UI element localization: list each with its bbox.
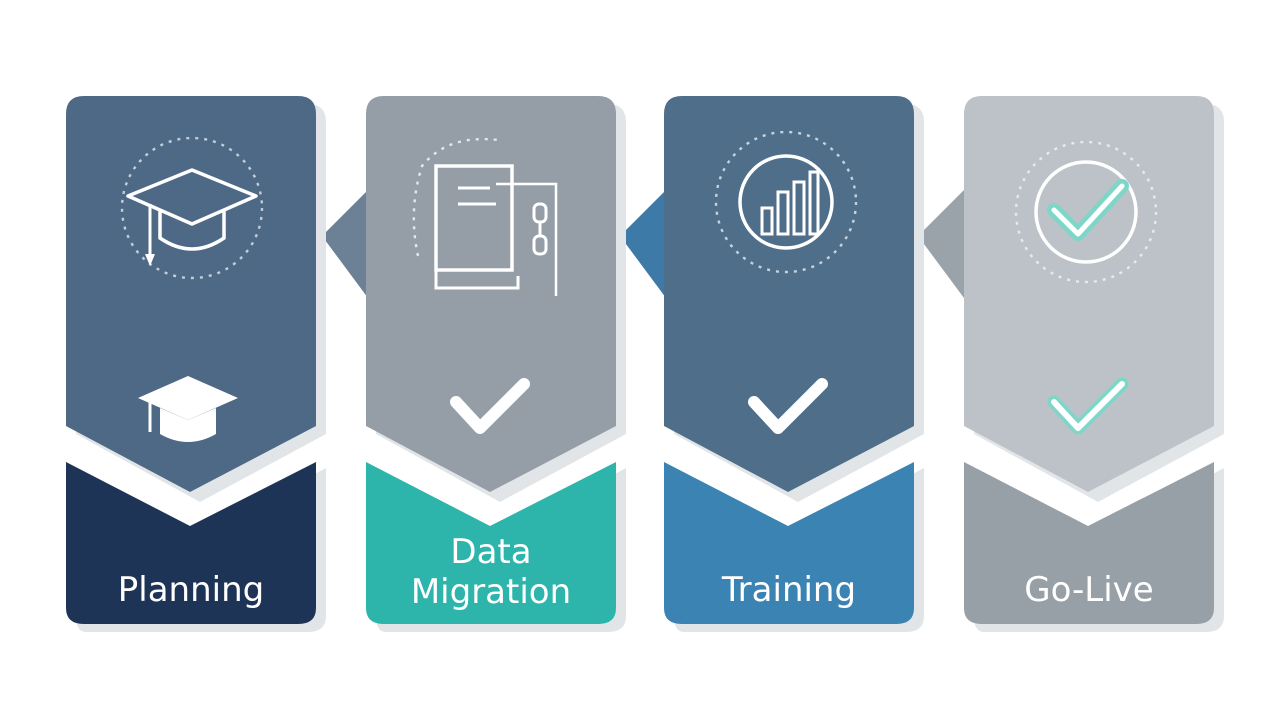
step-label: Training [721,570,857,610]
connector-arrow [918,190,964,298]
step-data-migration: Data Migration [366,96,628,632]
step-planning: Planning [66,96,328,632]
step-training: Training [664,96,926,632]
check-icon [748,378,828,434]
bar-chart-icon [714,130,858,274]
connector-arrow [620,190,666,298]
graduation-cap-icon [120,136,264,280]
step-card [664,96,924,632]
step-label: Go-Live [1024,570,1154,610]
graduation-cap-icon [138,376,238,442]
check-icon [1047,377,1129,435]
step-card [964,96,1224,632]
step-card [366,96,626,632]
check-circle-icon [1014,140,1158,284]
step-card [66,96,326,632]
step-label: Planning [117,570,265,610]
check-icon [450,378,530,434]
step-go-live: Go-Live [964,96,1226,632]
book-icon [412,137,558,296]
connector-arrow [322,190,368,298]
step-label: Data Migration [410,532,572,612]
